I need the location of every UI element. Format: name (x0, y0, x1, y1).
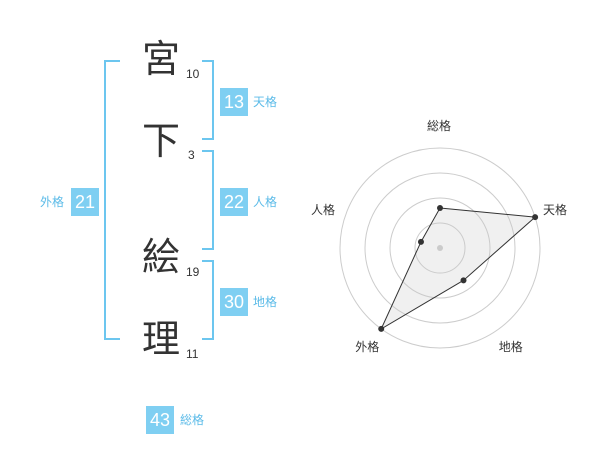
radar-ring (389, 197, 491, 299)
name-char-2: 下 (142, 119, 181, 163)
radar-ring (414, 222, 466, 274)
stroke-count-2: 3 (188, 148, 195, 162)
chikaku-label: 地格 (253, 295, 278, 309)
radar-axis-label-3: 地格 (498, 339, 523, 354)
tenkaku-value: 13 (220, 88, 248, 116)
radar-polygon (380, 207, 537, 331)
name-char-1: 宮 (142, 37, 181, 81)
radar-point-3 (460, 277, 467, 284)
radar-ring (339, 147, 541, 349)
radar-axis-label-1: 総格 (427, 119, 452, 133)
radar-axis-label-4: 外格 (355, 339, 380, 354)
radar-point-1 (437, 205, 443, 211)
stroke-count-4: 11 (186, 347, 199, 361)
stroke-count-1: 10 (186, 67, 200, 81)
radar-point-5 (417, 238, 424, 245)
stroke-count-3: 19 (186, 265, 200, 279)
jinkaku-label: 人格 (253, 195, 278, 209)
name-char-3: 絵 (142, 235, 181, 279)
tenkaku-label: 天格 (253, 95, 278, 109)
chikaku-value: 30 (220, 288, 248, 316)
radar-chart: 総格天格地格 外格 人格 (300, 110, 590, 370)
gaikaku-value: 21 (71, 188, 99, 216)
chikaku-bracket (202, 260, 214, 340)
radar-point-4 (378, 325, 385, 332)
radar-svg (339, 147, 541, 349)
radar-axis-label-5: 人格 (310, 203, 335, 218)
radar-axis-label-2: 天格 (543, 203, 568, 218)
radar-point-2 (532, 214, 539, 221)
radar-ring (364, 172, 516, 324)
jinkaku-bracket (202, 150, 214, 250)
soukaku-value: 43 (146, 406, 174, 434)
radar-center (437, 245, 443, 251)
soukaku-label: 総格 (180, 413, 205, 427)
gaikaku-bracket (104, 60, 120, 340)
name-char-4: 理 (142, 317, 181, 361)
tenkaku-bracket (202, 60, 214, 140)
gaikaku-label: 外格 (40, 195, 65, 209)
jinkaku-value: 22 (220, 188, 248, 216)
